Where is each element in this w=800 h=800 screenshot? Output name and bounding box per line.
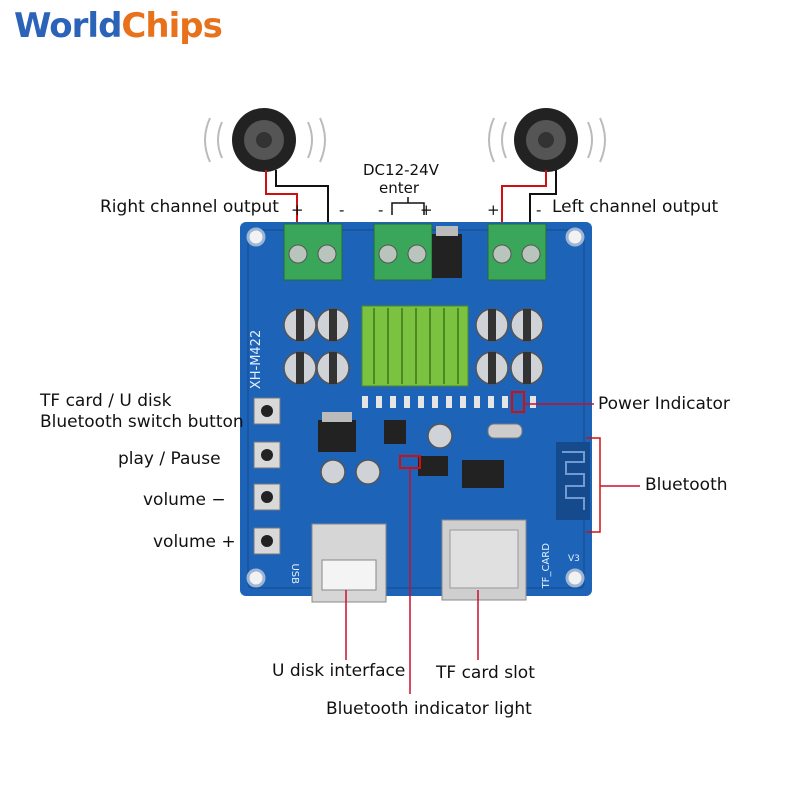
u-disk-interface-label: U disk interface bbox=[272, 661, 406, 681]
right-speaker-icon bbox=[204, 108, 326, 172]
right-minus-mark: - bbox=[339, 201, 345, 219]
amp-chip bbox=[418, 456, 448, 476]
tf-card-slot-label: TF card slot bbox=[436, 663, 535, 683]
volume-up-label: volume + bbox=[153, 532, 236, 552]
switch-button-label: TF card / U disk bbox=[40, 391, 172, 411]
right-output-terminal bbox=[283, 223, 343, 281]
brand-logo: WorldChips bbox=[14, 6, 223, 46]
bluetooth-indicator-light-label: Bluetooth indicator light bbox=[326, 699, 532, 719]
left-speaker-wires bbox=[501, 170, 557, 232]
crystal bbox=[487, 423, 523, 439]
main-chip bbox=[462, 460, 504, 488]
right-speaker-wires bbox=[265, 170, 329, 232]
regulator-2 bbox=[384, 420, 406, 444]
dc-input-label-2: enter bbox=[379, 179, 420, 197]
right-channel-label: Right channel output bbox=[100, 197, 279, 217]
board-version-label: V3 bbox=[568, 554, 580, 564]
smd-components bbox=[362, 396, 536, 408]
dc-minus-mark: - bbox=[378, 201, 384, 219]
power-indicator-label: Power Indicator bbox=[598, 394, 730, 414]
left-speaker-icon bbox=[488, 108, 606, 172]
left-plus-mark: + bbox=[487, 201, 500, 219]
dc-plus-mark: + bbox=[420, 201, 433, 219]
bluetooth-bracket bbox=[586, 437, 601, 533]
mounting-holes bbox=[246, 227, 585, 588]
volume-down-label: volume − bbox=[143, 490, 226, 510]
power-indicator-led bbox=[511, 391, 525, 413]
usb-silk-label: USB bbox=[289, 563, 301, 585]
play-pause-label: play / Pause bbox=[118, 449, 221, 469]
left-output-terminal bbox=[487, 223, 547, 281]
dc-input-label: DC12-24V bbox=[363, 161, 439, 179]
left-channel-label: Left channel output bbox=[552, 197, 719, 217]
dc-input-terminal bbox=[373, 223, 462, 281]
switch-button-label-2: Bluetooth switch button bbox=[40, 412, 244, 432]
tf-card-socket bbox=[441, 519, 527, 601]
right-plus-mark: + bbox=[291, 201, 304, 219]
leader-lines bbox=[345, 403, 640, 694]
usb-port bbox=[311, 523, 387, 603]
left-minus-mark: - bbox=[536, 201, 542, 219]
bluetooth-label: Bluetooth bbox=[645, 475, 728, 495]
heatsink bbox=[361, 305, 469, 387]
board-model-label: XH-M422 bbox=[249, 329, 265, 390]
bluetooth-antenna bbox=[556, 442, 590, 520]
tf-card-silk-label: TF_CARD bbox=[540, 543, 552, 589]
regulator bbox=[318, 420, 356, 452]
